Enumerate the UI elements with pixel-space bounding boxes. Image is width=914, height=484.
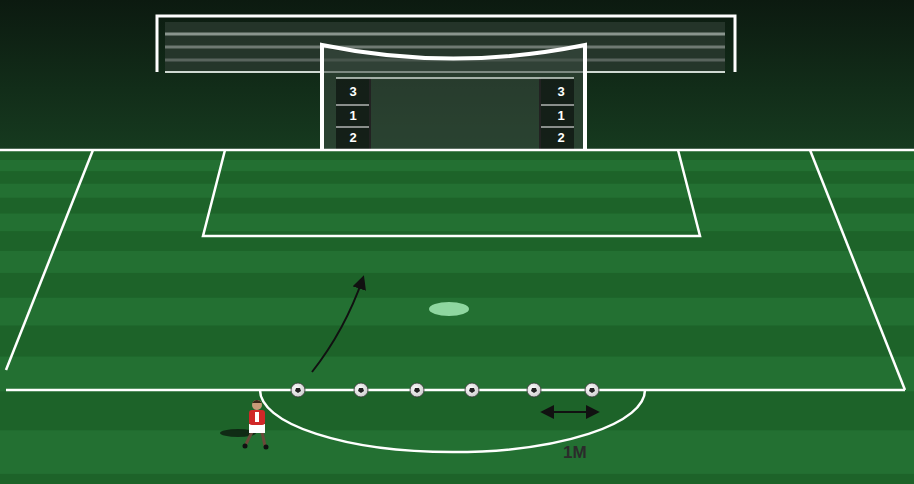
goal: [322, 45, 585, 150]
pitch-lines: [0, 150, 914, 452]
post-number: 2: [349, 131, 356, 144]
run-arrow: [312, 278, 363, 372]
post-number: 3: [349, 85, 356, 98]
post-number: 3: [557, 85, 564, 98]
balls: [291, 383, 599, 397]
background: [0, 0, 914, 150]
pitch-stripes: [0, 150, 914, 484]
dimension-label: 1M: [563, 444, 587, 461]
post-number: 1: [557, 109, 564, 122]
player: [220, 400, 269, 450]
penalty-spot: [429, 302, 469, 316]
dimension-arrow: [543, 411, 597, 413]
post-number: 1: [349, 109, 356, 122]
post-number: 2: [557, 131, 564, 144]
